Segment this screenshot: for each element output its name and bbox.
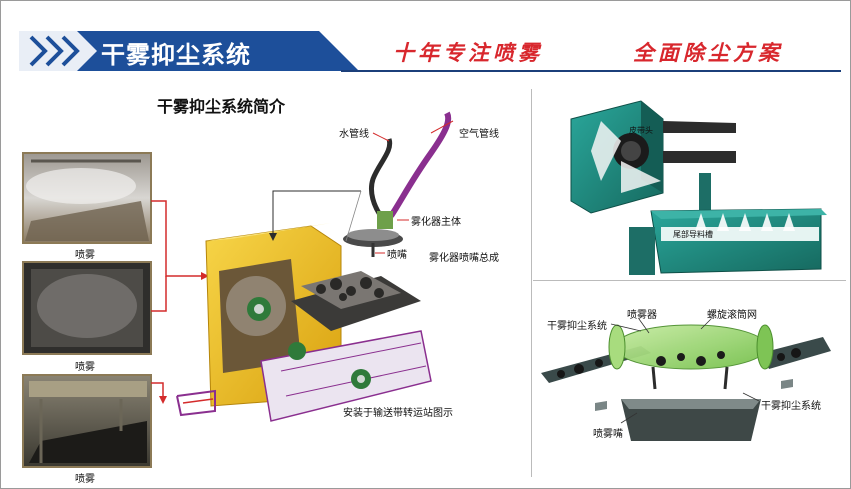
sprayer-label: 喷雾器 xyxy=(627,310,657,321)
spray-nozzle-label: 喷雾嘴 xyxy=(593,429,623,440)
drum-screen-label: 螺旋滚筒网 xyxy=(707,310,757,321)
nozzle-label: 喷嘴 xyxy=(387,250,407,261)
header-slogan-solution: 全面除尘方案 xyxy=(633,40,783,65)
chute-label: 尾部导料槽 xyxy=(673,230,713,239)
nozzle-assembly-label: 雾化器喷嘴总成 xyxy=(429,253,499,264)
header-underline xyxy=(341,70,841,72)
section-title: 干雾抑尘系统简介 xyxy=(157,97,286,116)
water-pipe-label: 水管线 xyxy=(339,129,369,140)
system-label-top: 干雾抑尘系统 xyxy=(547,321,607,332)
atomizer-body-label: 雾化器主体 xyxy=(411,217,461,228)
header-banner xyxy=(19,31,359,71)
photo-caption-3: 喷雾 xyxy=(75,474,95,485)
header-slogan-focus: 十年专注喷雾 xyxy=(393,40,543,65)
conveyor-caption: 安装于输送带转运站图示 xyxy=(343,408,453,419)
photo-caption-1: 喷雾 xyxy=(75,250,95,261)
panel-divider-vertical xyxy=(531,89,532,477)
photo-caption-2: 喷雾 xyxy=(75,362,95,373)
header-title: 干雾抑尘系统 xyxy=(101,41,251,69)
system-label-bottom: 干雾抑尘系统 xyxy=(761,401,821,412)
panel-divider-horizontal xyxy=(533,280,846,281)
air-pipe-label: 空气管线 xyxy=(459,129,499,140)
belt-head-label: 皮带头 xyxy=(629,126,653,135)
